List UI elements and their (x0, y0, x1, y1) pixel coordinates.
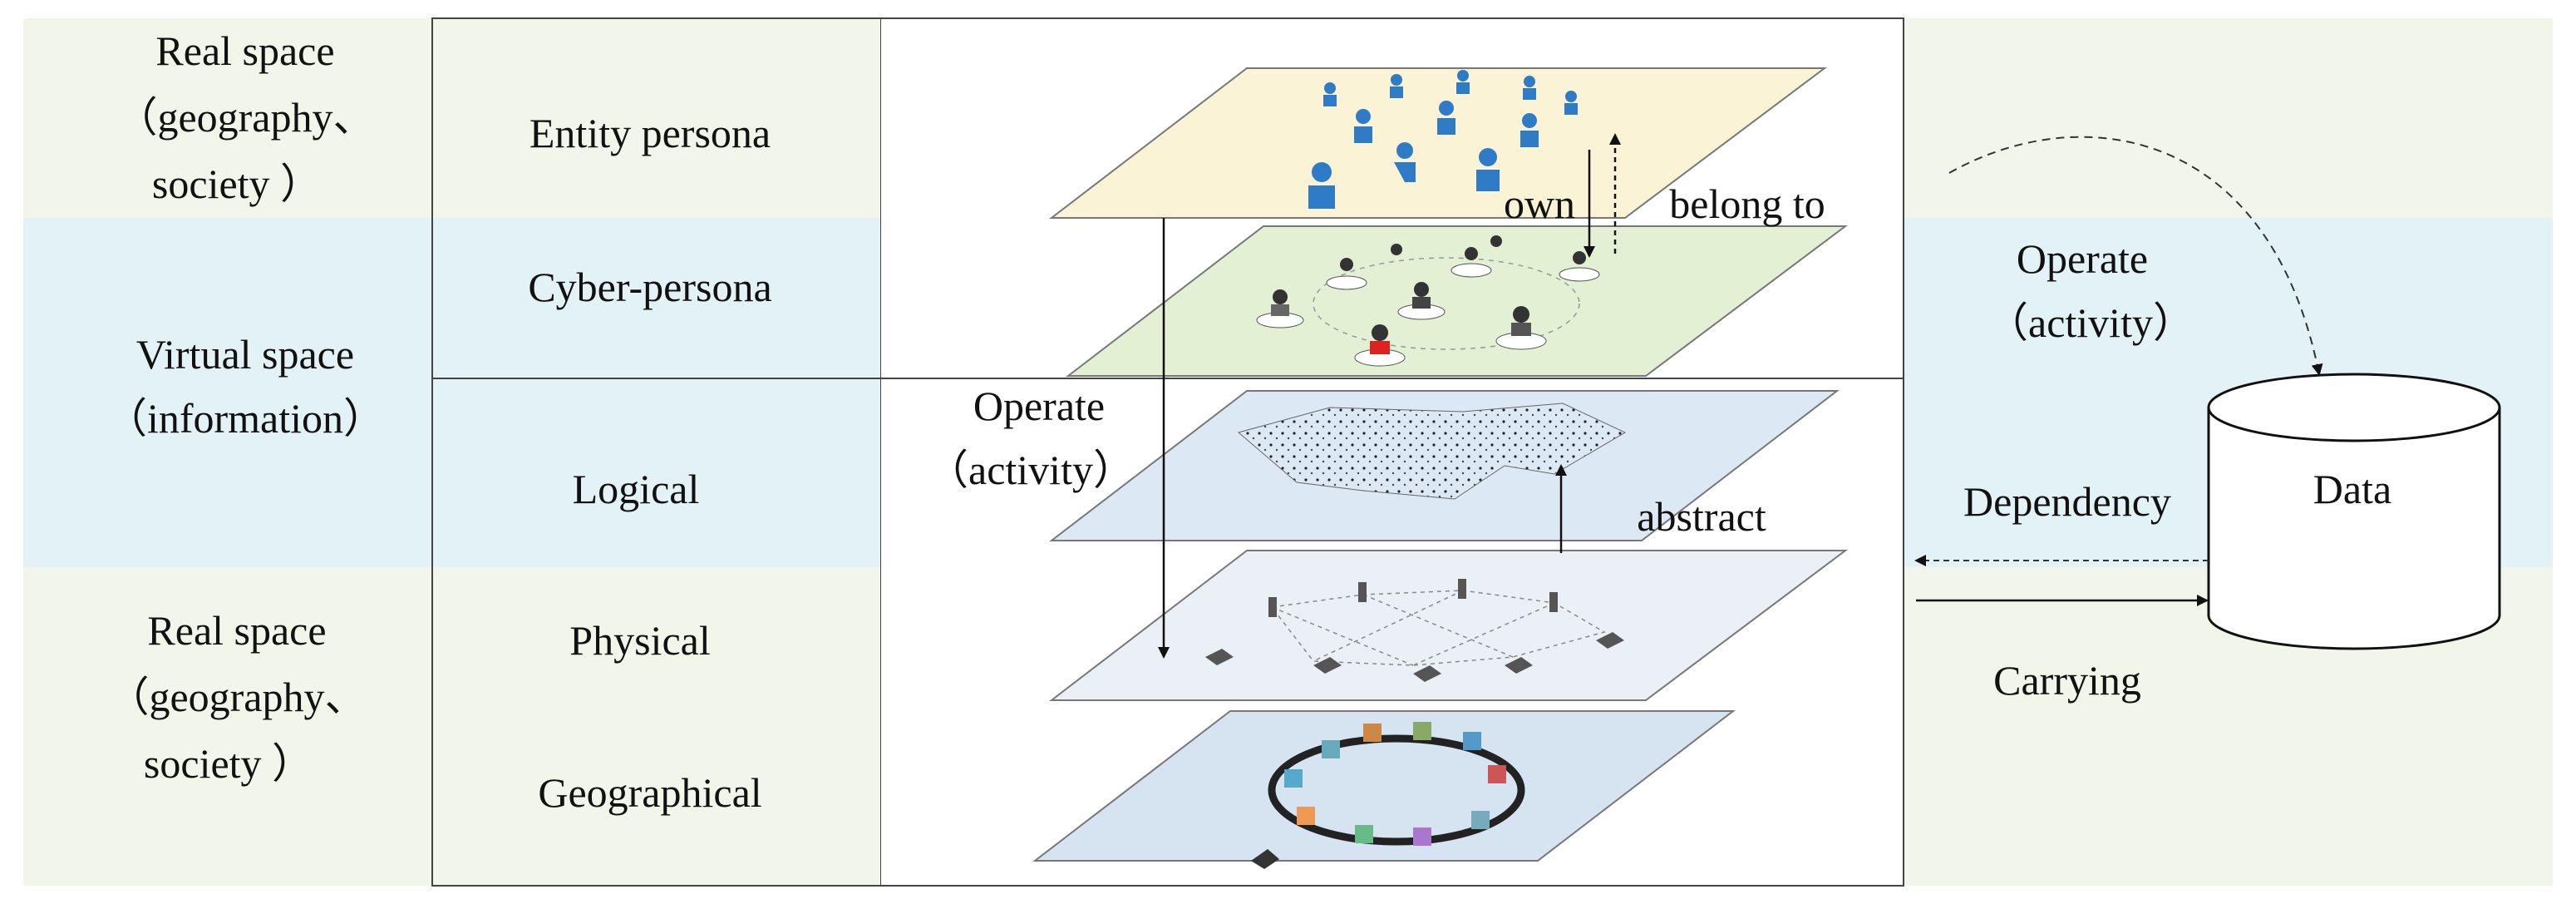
layer-physical: Physical (569, 617, 710, 664)
label-own: own (1504, 180, 1575, 227)
layer-logical: Logical (573, 466, 700, 512)
label-abstract: abstract (1637, 493, 1766, 540)
right-operate-line1: Operate (2017, 235, 2148, 282)
people-icon-cluster (1308, 70, 1578, 209)
real-space-bottom-line2: （geography、 (107, 674, 366, 720)
logical-network-blob (1237, 403, 1627, 500)
plane-cyber-persona (1066, 225, 1848, 377)
operate-curved-arrow (1948, 136, 2323, 376)
virtual-space-line1: Virtual space (136, 331, 354, 378)
label-data: Data (2313, 466, 2391, 512)
geographic-ring (1268, 734, 1525, 846)
label-operate-center-line1: Operate (973, 383, 1105, 429)
data-store-cylinder (2207, 373, 2501, 650)
real-space-bottom-line3: society ） (144, 740, 313, 787)
layer-entity-persona: Entity persona (529, 110, 771, 156)
plane-logical (1049, 390, 1840, 541)
user-avatar-icons (1256, 235, 1600, 367)
right-operate-line2: （activity） (1987, 299, 2194, 346)
real-space-top-line2: （geography、 (116, 94, 374, 141)
label-operate-center-line2: （activity） (927, 447, 1135, 493)
network-device-icons (1205, 579, 1624, 682)
center-frame (431, 17, 1904, 887)
plane-entity-persona (1049, 67, 1827, 219)
virtual-space-line2: （information） (106, 395, 385, 442)
real-space-top-line3: society ） (152, 161, 322, 207)
real-space-bottom-line1: Real space (147, 607, 326, 654)
plane-physical (1049, 550, 1848, 701)
label-carrying: Carrying (1993, 657, 2141, 704)
label-belong-to: belong to (1669, 180, 1825, 227)
layer-cyber-persona: Cyber-persona (528, 264, 771, 310)
plane-geographical (1032, 710, 1736, 869)
layer-geographical: Geographical (538, 769, 761, 816)
city-building-icons (1251, 722, 1506, 869)
real-space-top-line1: Real space (155, 27, 334, 74)
label-dependency: Dependency (1963, 478, 2171, 525)
